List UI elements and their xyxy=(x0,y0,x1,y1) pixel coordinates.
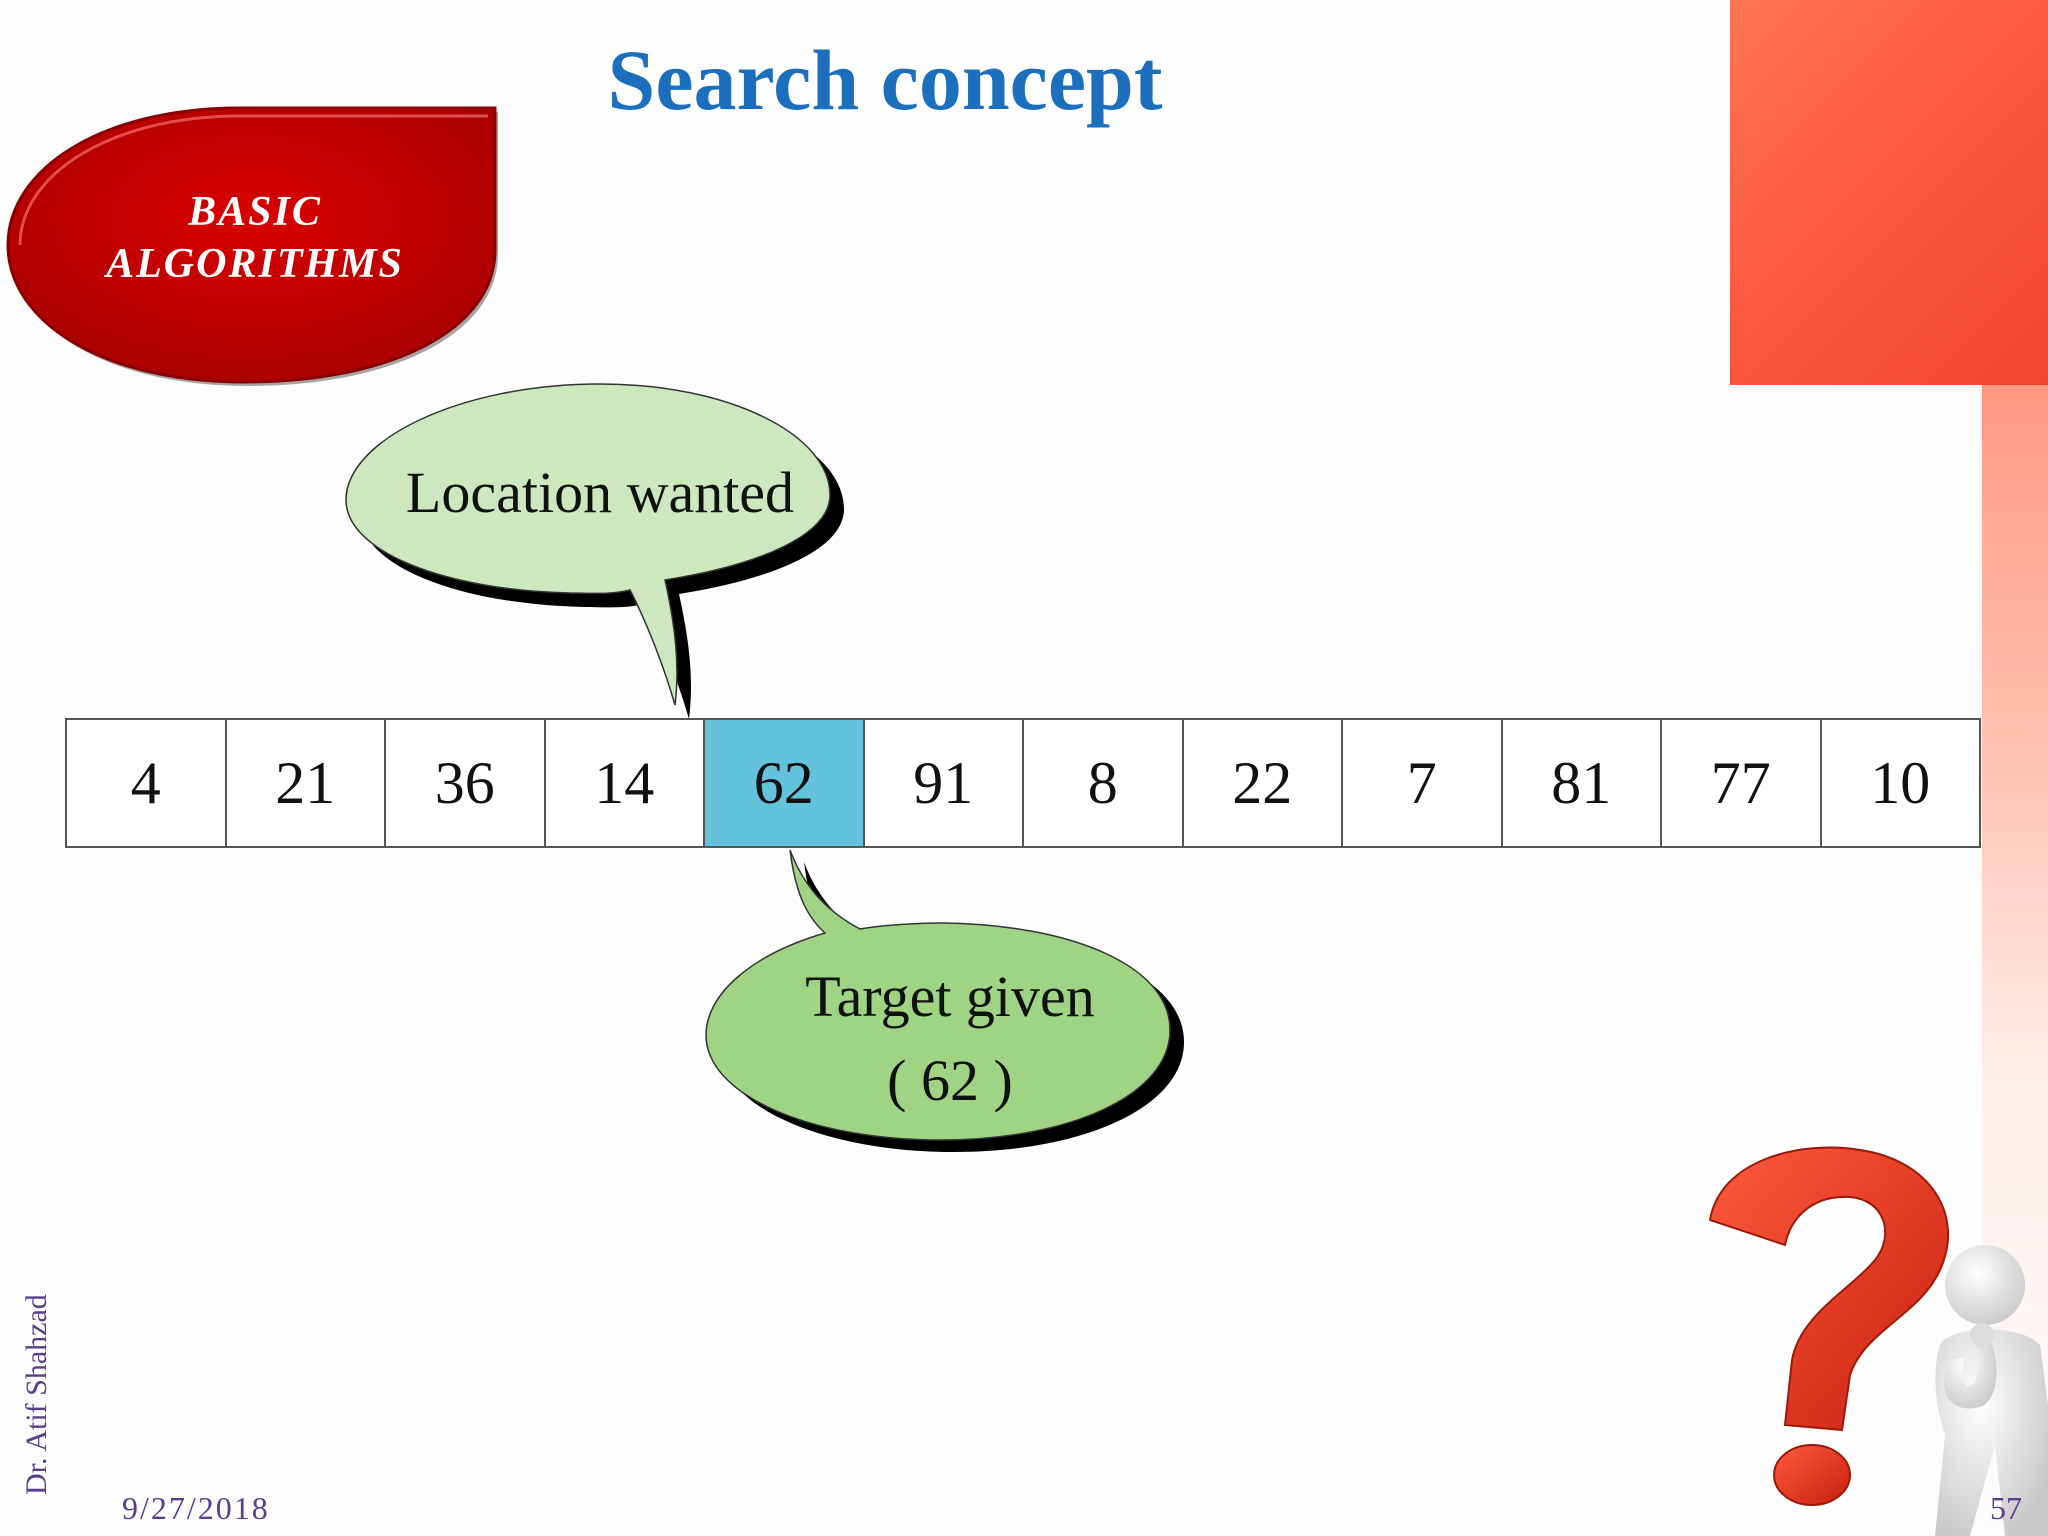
location-callout-text: Location wanted xyxy=(405,460,795,525)
section-badge-label: BASIC ALGORITHMS xyxy=(60,186,450,290)
slide-date: 9/27/2018 xyxy=(122,1490,270,1526)
badge-line-2: ALGORITHMS xyxy=(106,241,404,287)
array-cell: 7 xyxy=(1343,720,1503,846)
array-cell: 8 xyxy=(1024,720,1184,846)
target-callout-text: Target given ( 62 ) xyxy=(700,955,1200,1123)
location-callout-bubble xyxy=(345,383,844,719)
array-cell: 21 xyxy=(226,720,386,846)
array-cell: 4 xyxy=(67,720,227,846)
array-cell: 81 xyxy=(1502,720,1662,846)
slide-title: Search concept xyxy=(607,32,1163,128)
array-cell: 77 xyxy=(1662,720,1822,846)
array-cell: 91 xyxy=(864,720,1024,846)
array-cell: 22 xyxy=(1183,720,1343,846)
target-callout-line-2: ( 62 ) xyxy=(887,1048,1013,1113)
array-cell: 14 xyxy=(545,720,705,846)
decorative-corner-block xyxy=(1730,0,2048,385)
target-callout-bubble xyxy=(705,849,1184,1152)
page-number: 57 xyxy=(1990,1490,2022,1526)
author-label: Dr. Atif Shahzad xyxy=(20,1294,53,1495)
array-cell: 36 xyxy=(386,720,546,846)
badge-line-1: BASIC xyxy=(188,189,322,235)
array-cell-target: 62 xyxy=(705,720,865,846)
question-mark-thinking-person-icon xyxy=(1708,1146,2048,1536)
array-cell: 10 xyxy=(1821,720,1981,846)
section-badge xyxy=(6,106,498,386)
target-callout-line-1: Target given xyxy=(805,964,1095,1029)
